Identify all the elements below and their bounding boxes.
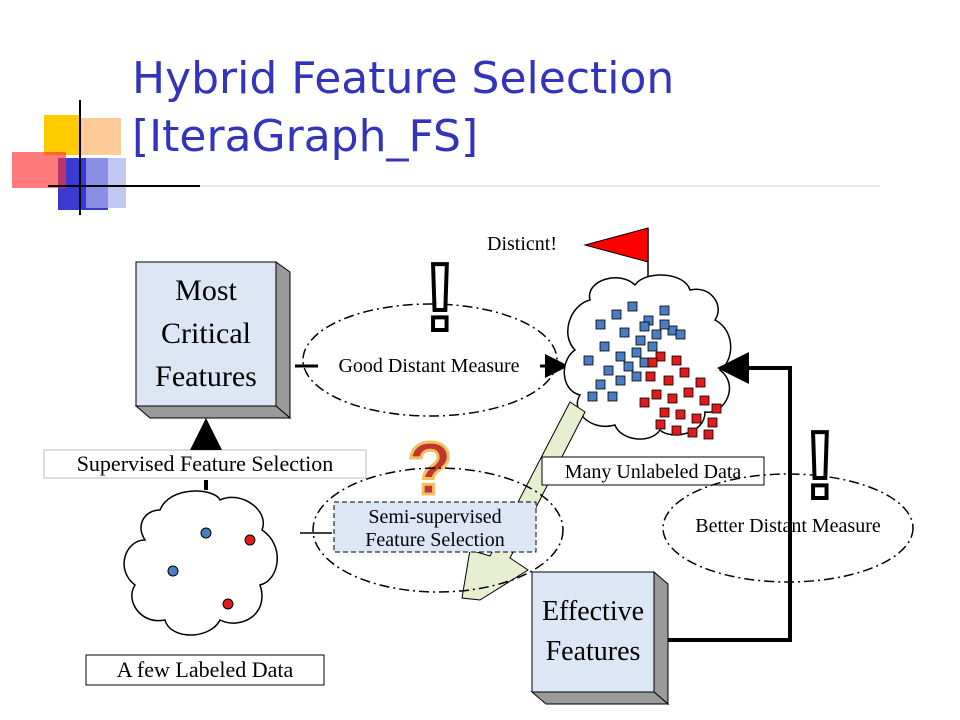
hollow-flow-arrow	[461, 401, 586, 601]
red-point	[671, 355, 682, 366]
effective-line-2: Features	[546, 636, 641, 667]
blue-point	[639, 321, 650, 332]
many-unlabeled-label-box: Many Unlabeled Data	[541, 456, 765, 486]
slide-title: Hybrid Feature Selection [IteraGraph_FS]	[132, 50, 932, 166]
blue-point	[659, 319, 670, 330]
blue-point	[615, 375, 626, 386]
red-point	[647, 357, 658, 368]
red-point	[655, 351, 666, 362]
title-line-1: Hybrid Feature Selection	[132, 53, 675, 104]
red-point	[707, 417, 718, 428]
most-critical-features-box: Most Critical Features	[134, 261, 292, 420]
exclamation-icon-top: !	[422, 242, 458, 353]
red-point	[667, 393, 678, 404]
red-point	[639, 397, 650, 408]
red-point	[655, 419, 666, 430]
semi-supervised-line-2: Feature Selection	[365, 529, 504, 551]
red-point	[651, 389, 662, 400]
many-unlabeled-label: Many Unlabeled Data	[565, 461, 742, 483]
most-critical-line-2: Critical	[161, 317, 251, 350]
blue-point	[623, 361, 634, 372]
red-point	[675, 409, 686, 420]
unlabeled-red-points	[639, 351, 722, 440]
semi-supervised-line-1: Semi-supervised	[368, 506, 501, 528]
blue-point	[627, 301, 638, 312]
blue-point	[651, 329, 662, 340]
red-point	[645, 371, 656, 382]
unlabeled-blue-points	[583, 301, 686, 402]
feedback-arrow	[658, 352, 792, 642]
corner-decoration	[12, 100, 880, 215]
svg-text:!: !	[424, 244, 456, 351]
exclamation-icon-right: !	[802, 410, 838, 521]
semi-supervised-ellipse: Semi-supervised Feature Selection	[300, 467, 564, 593]
few-labeled-label-box: A few Labeled Data	[85, 654, 325, 686]
blue-point	[615, 351, 626, 362]
red-point	[671, 425, 682, 436]
labeled-data-cloud	[123, 490, 278, 636]
blue-point	[607, 391, 618, 402]
blue-point	[647, 341, 658, 352]
distinct-label: Disticnt!	[487, 233, 557, 255]
most-critical-line-1: Most	[175, 274, 237, 307]
effective-line-1: Effective	[542, 596, 644, 627]
red-point	[699, 395, 710, 406]
red-point	[663, 375, 674, 386]
effective-features-box: Effective Features	[530, 570, 670, 706]
blue-point	[603, 365, 614, 376]
unlabeled-data-cloud	[563, 274, 732, 440]
blue-point	[619, 327, 630, 338]
blue-point	[659, 305, 670, 316]
most-critical-line-3: Features	[155, 360, 257, 393]
red-point	[679, 367, 690, 378]
good-measure-ellipse: Good Distant Measure	[295, 303, 569, 417]
blue-point	[587, 391, 598, 402]
red-point	[659, 407, 670, 418]
blue-point	[631, 347, 642, 358]
supervised-label: Supervised Feature Selection	[77, 451, 334, 476]
supervised-label-box: Supervised Feature Selection	[43, 449, 367, 479]
red-point	[691, 413, 702, 424]
good-measure-label: Good Distant Measure	[338, 355, 519, 377]
blue-point	[675, 329, 686, 340]
blue-point	[635, 335, 646, 346]
red-point	[703, 429, 714, 440]
blue-point	[611, 309, 622, 320]
blue-point	[631, 371, 642, 382]
blue-point	[583, 355, 594, 366]
blue-point	[595, 319, 606, 330]
red-point	[695, 377, 706, 388]
blue-point	[599, 341, 610, 352]
title-line-2: [IteraGraph_FS]	[132, 111, 479, 162]
blue-point	[595, 379, 606, 390]
red-point	[687, 427, 698, 438]
svg-text:!: !	[804, 412, 836, 519]
red-point	[711, 403, 722, 414]
few-labeled-label: A few Labeled Data	[117, 657, 294, 682]
red-point	[683, 387, 694, 398]
